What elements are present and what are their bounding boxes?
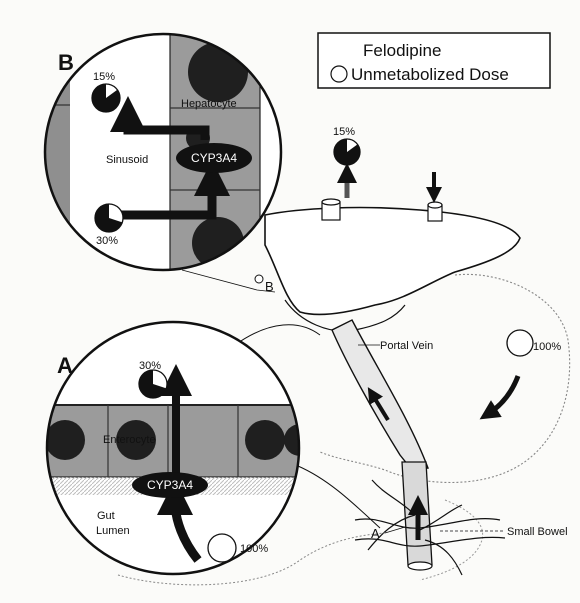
liver xyxy=(265,208,520,315)
gut-lumen-label-line1: Gut xyxy=(97,510,115,522)
legend-title: Felodipine xyxy=(363,41,441,60)
legend: Felodipine Unmetabolized Dose xyxy=(318,33,550,88)
panel-b-input-dose-pie xyxy=(95,204,123,232)
panel-b-lens xyxy=(40,30,281,280)
panel-b-letter: B xyxy=(58,50,74,75)
panel-b-output-dose-pie xyxy=(92,84,120,112)
panel-a-input-percent: 100% xyxy=(240,543,268,555)
marker-a: A xyxy=(371,526,380,541)
panel-a-output-dose-pie xyxy=(139,370,167,398)
dose-pie-unmetabolized xyxy=(208,534,236,562)
marker-b-point xyxy=(255,275,263,283)
panel-a-letter: A xyxy=(57,353,73,378)
panel-b-enzyme-label: CYP3A4 xyxy=(191,151,237,165)
enterocyte-nucleus xyxy=(45,420,85,460)
panel-b-output-percent: 15% xyxy=(93,71,115,83)
panel-b-input-percent: 30% xyxy=(96,235,118,247)
portal-vein-label: Portal Vein xyxy=(380,340,433,352)
small-bowel-label: Small Bowel xyxy=(507,526,568,538)
legend-dose-icon xyxy=(331,66,347,82)
legend-item: Unmetabolized Dose xyxy=(351,65,509,84)
stomach-dose-pie xyxy=(507,330,533,356)
stomach-dose-arrow xyxy=(488,376,518,414)
sinusoid-label: Sinusoid xyxy=(106,154,148,166)
enterocyte-nucleus xyxy=(245,420,285,460)
hepatocyte-nucleus xyxy=(188,42,248,102)
stomach-dose-percent: 100% xyxy=(533,341,561,353)
dose-pie-unmetabolized xyxy=(507,330,533,356)
liver-output-percent: 15% xyxy=(333,126,355,138)
panel-a-enzyme-label: CYP3A4 xyxy=(147,478,193,492)
marker-b: B xyxy=(265,279,274,294)
liver-output-dose-pie xyxy=(334,139,360,165)
panel-a-lens xyxy=(45,322,316,574)
gut-lumen-label-line2: Lumen xyxy=(96,525,130,537)
hepatocyte-label: Hepatocyte xyxy=(181,98,237,110)
enterocyte-label: Enterocyte xyxy=(103,434,156,446)
panel-a-input-dose-pie xyxy=(208,534,236,562)
